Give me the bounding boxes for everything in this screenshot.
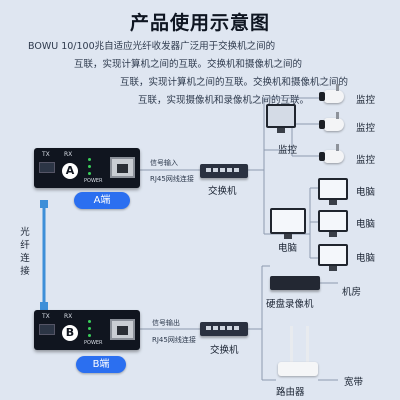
tx-label: TX [42,313,50,320]
machine-room-label: 机房 [342,287,362,298]
converter-a: TX RX A POWER [34,148,140,188]
converter-b: TX RX B POWER [34,310,140,350]
description-line: BOWU 10/100兆自适应光纤收发器广泛用于交换机之间的 [28,41,276,52]
rx-label: RX [64,313,73,320]
signal-input-label: 信号输入 [150,159,178,167]
pc-monitor [270,208,306,239]
end-b-label: B端 [76,356,126,373]
pc-label: 电脑 [356,253,376,264]
description-line: 互联，实现计算机之间的互联。交换机和摄像机之间的 [120,77,349,88]
end-a-label: A端 [74,192,130,209]
pc-monitor [318,178,348,205]
rx-label: RX [64,151,73,158]
router-antenna [290,326,293,362]
tx-label: TX [42,151,50,158]
fiber-label: 光 纤 连 接 [20,227,30,277]
router-antenna [306,326,309,362]
camera-icon [319,84,344,103]
led-indicator [88,172,91,175]
camera-icon [319,112,344,131]
rj45-cable-label: RJ45网线连接 [152,336,196,344]
camera-label: 监控 [356,155,376,166]
led-indicator [88,334,91,337]
led-indicator [88,327,91,330]
fiber-port [39,324,55,335]
power-label: POWER [84,178,103,184]
pc-label: 电脑 [356,219,376,230]
switch-bottom [200,322,248,336]
led-indicator [88,320,91,323]
camera-icon [319,144,344,163]
badge-a: A [62,163,78,179]
monitor-screen [266,104,296,133]
rj45-port [110,157,135,178]
pc-monitor [318,210,348,237]
pc-label: 电脑 [356,187,376,198]
router-device [278,362,318,376]
description: BOWU 10/100兆自适应光纤收发器广泛用于交换机之间的 互联，实现计算机之… [22,38,382,110]
camera-label: 监控 [356,95,376,106]
led-indicator [88,158,91,161]
led-indicator [88,165,91,168]
switch-top [200,164,248,178]
badge-b: B [62,325,78,341]
rj45-cable-label: RJ45网线连接 [150,175,194,183]
pc-group-label: 电脑 [278,243,298,254]
switch-bottom-label: 交换机 [210,345,239,356]
power-label: POWER [84,340,103,346]
nvr-label: 硬盘录像机 [266,299,314,310]
broadband-label: 宽带 [344,377,364,388]
description-line: 互联，实现摄像机和录像机之间的互联。 [138,95,310,106]
description-line: 互联，实现计算机之间的互联。交换机和摄像机之间的 [74,59,303,70]
page-title: 产品使用示意图 [129,12,270,34]
rj45-port [110,319,135,340]
nvr-device [270,276,320,290]
signal-output-label: 信号输出 [152,319,180,327]
monitor-group-label: 监控 [278,145,298,156]
router-label: 路由器 [276,387,305,398]
switch-top-label: 交换机 [208,186,237,197]
fiber-port [39,162,55,173]
pc-monitor [318,244,348,271]
camera-label: 监控 [356,123,376,134]
